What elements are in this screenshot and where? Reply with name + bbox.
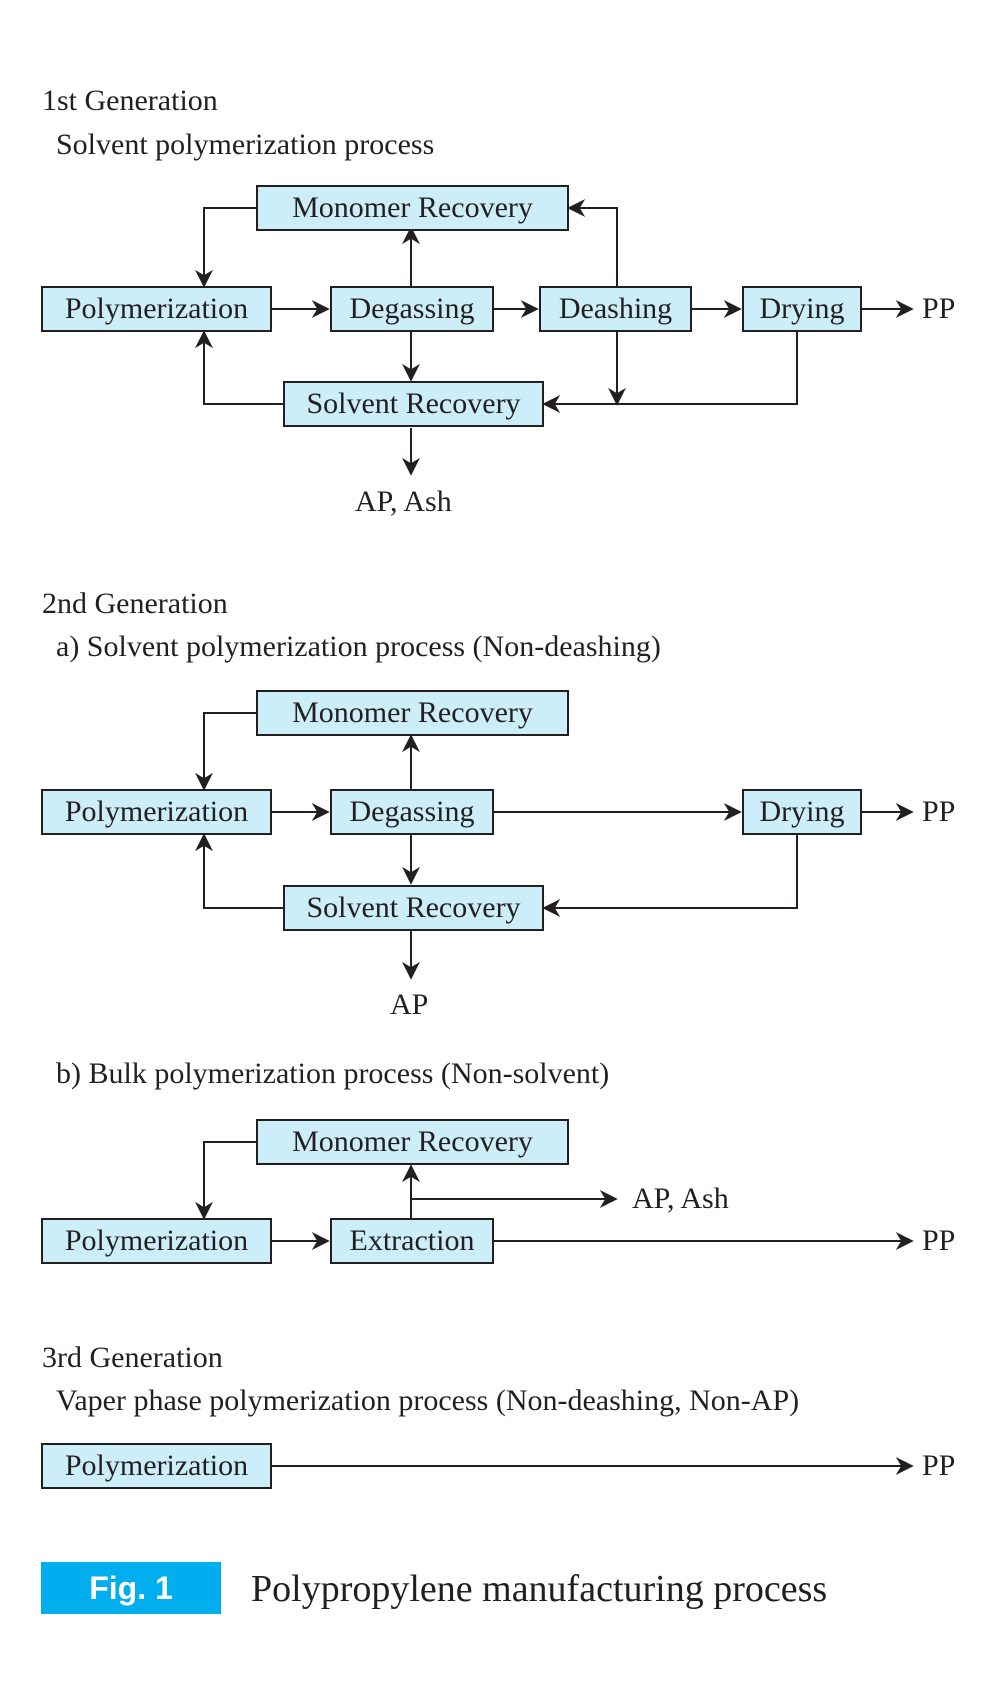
- gen2a-degassing-box: Degassing: [330, 789, 494, 835]
- gen2b-output-pp: PP: [922, 1224, 956, 1257]
- figure-number-badge: Fig. 1: [41, 1562, 221, 1614]
- gen2b-extraction-box: Extraction: [330, 1218, 494, 1264]
- arrow-2a-solvent-recovery-to-polymerization: [195, 833, 283, 909]
- gen1-monomer-recovery-box: Monomer Recovery: [256, 185, 569, 231]
- gen2a-output-pp: PP: [922, 795, 956, 828]
- gen2a-monomer-recovery-box: Monomer Recovery: [256, 690, 569, 736]
- gen1-polymerization-box: Polymerization: [41, 286, 272, 332]
- gen2b-polymerization-box: Polymerization: [41, 1218, 272, 1264]
- gen1-heading: 1st Generation: [42, 84, 218, 117]
- gen3-heading: 3rd Generation: [42, 1341, 223, 1374]
- arrow-monomer-recovery-to-polymerization: [195, 207, 256, 288]
- gen1-solvent-recovery-box: Solvent Recovery: [283, 381, 544, 427]
- gen1-process-title: Solvent polymerization process: [56, 128, 435, 161]
- arrow-2a-drying-to-solvent-recovery: [542, 835, 798, 917]
- gen2a-polymerization-box: Polymerization: [41, 789, 272, 835]
- arrow-deashing-to-monomer-recovery: [567, 199, 618, 286]
- arrow-2a-monomer-recovery-to-polymerization: [195, 712, 256, 791]
- gen3-output-pp: PP: [922, 1449, 956, 1482]
- arrow-2b-monomer-recovery-to-polymerization: [195, 1141, 256, 1220]
- arrow-solvent-recovery-to-polymerization: [195, 330, 283, 405]
- gen2b-monomer-recovery-box: Monomer Recovery: [256, 1119, 569, 1165]
- gen1-output-pp: PP: [922, 292, 956, 325]
- arrow-drying-to-solvent-recovery: [542, 332, 798, 413]
- gen2-heading: 2nd Generation: [42, 587, 228, 620]
- gen3-process-title: Vaper phase polymerization process (Non-…: [56, 1384, 800, 1417]
- gen2a-output-waste: AP: [390, 988, 429, 1021]
- gen1-deashing-box: Deashing: [539, 286, 692, 332]
- gen2a-drying-box: Drying: [742, 789, 862, 835]
- gen2a-solvent-recovery-box: Solvent Recovery: [283, 885, 544, 931]
- figure-caption: Polypropylene manufacturing process: [251, 1568, 828, 1610]
- gen3-polymerization-box: Polymerization: [41, 1443, 272, 1489]
- gen1-drying-box: Drying: [742, 286, 862, 332]
- gen2b-output-waste: AP, Ash: [632, 1182, 729, 1215]
- gen1-output-waste: AP, Ash: [355, 485, 452, 518]
- gen1-degassing-box: Degassing: [330, 286, 494, 332]
- gen2b-process-title: b) Bulk polymerization process (Non-solv…: [56, 1057, 610, 1090]
- gen2a-process-title: a) Solvent polymerization process (Non-d…: [56, 630, 661, 663]
